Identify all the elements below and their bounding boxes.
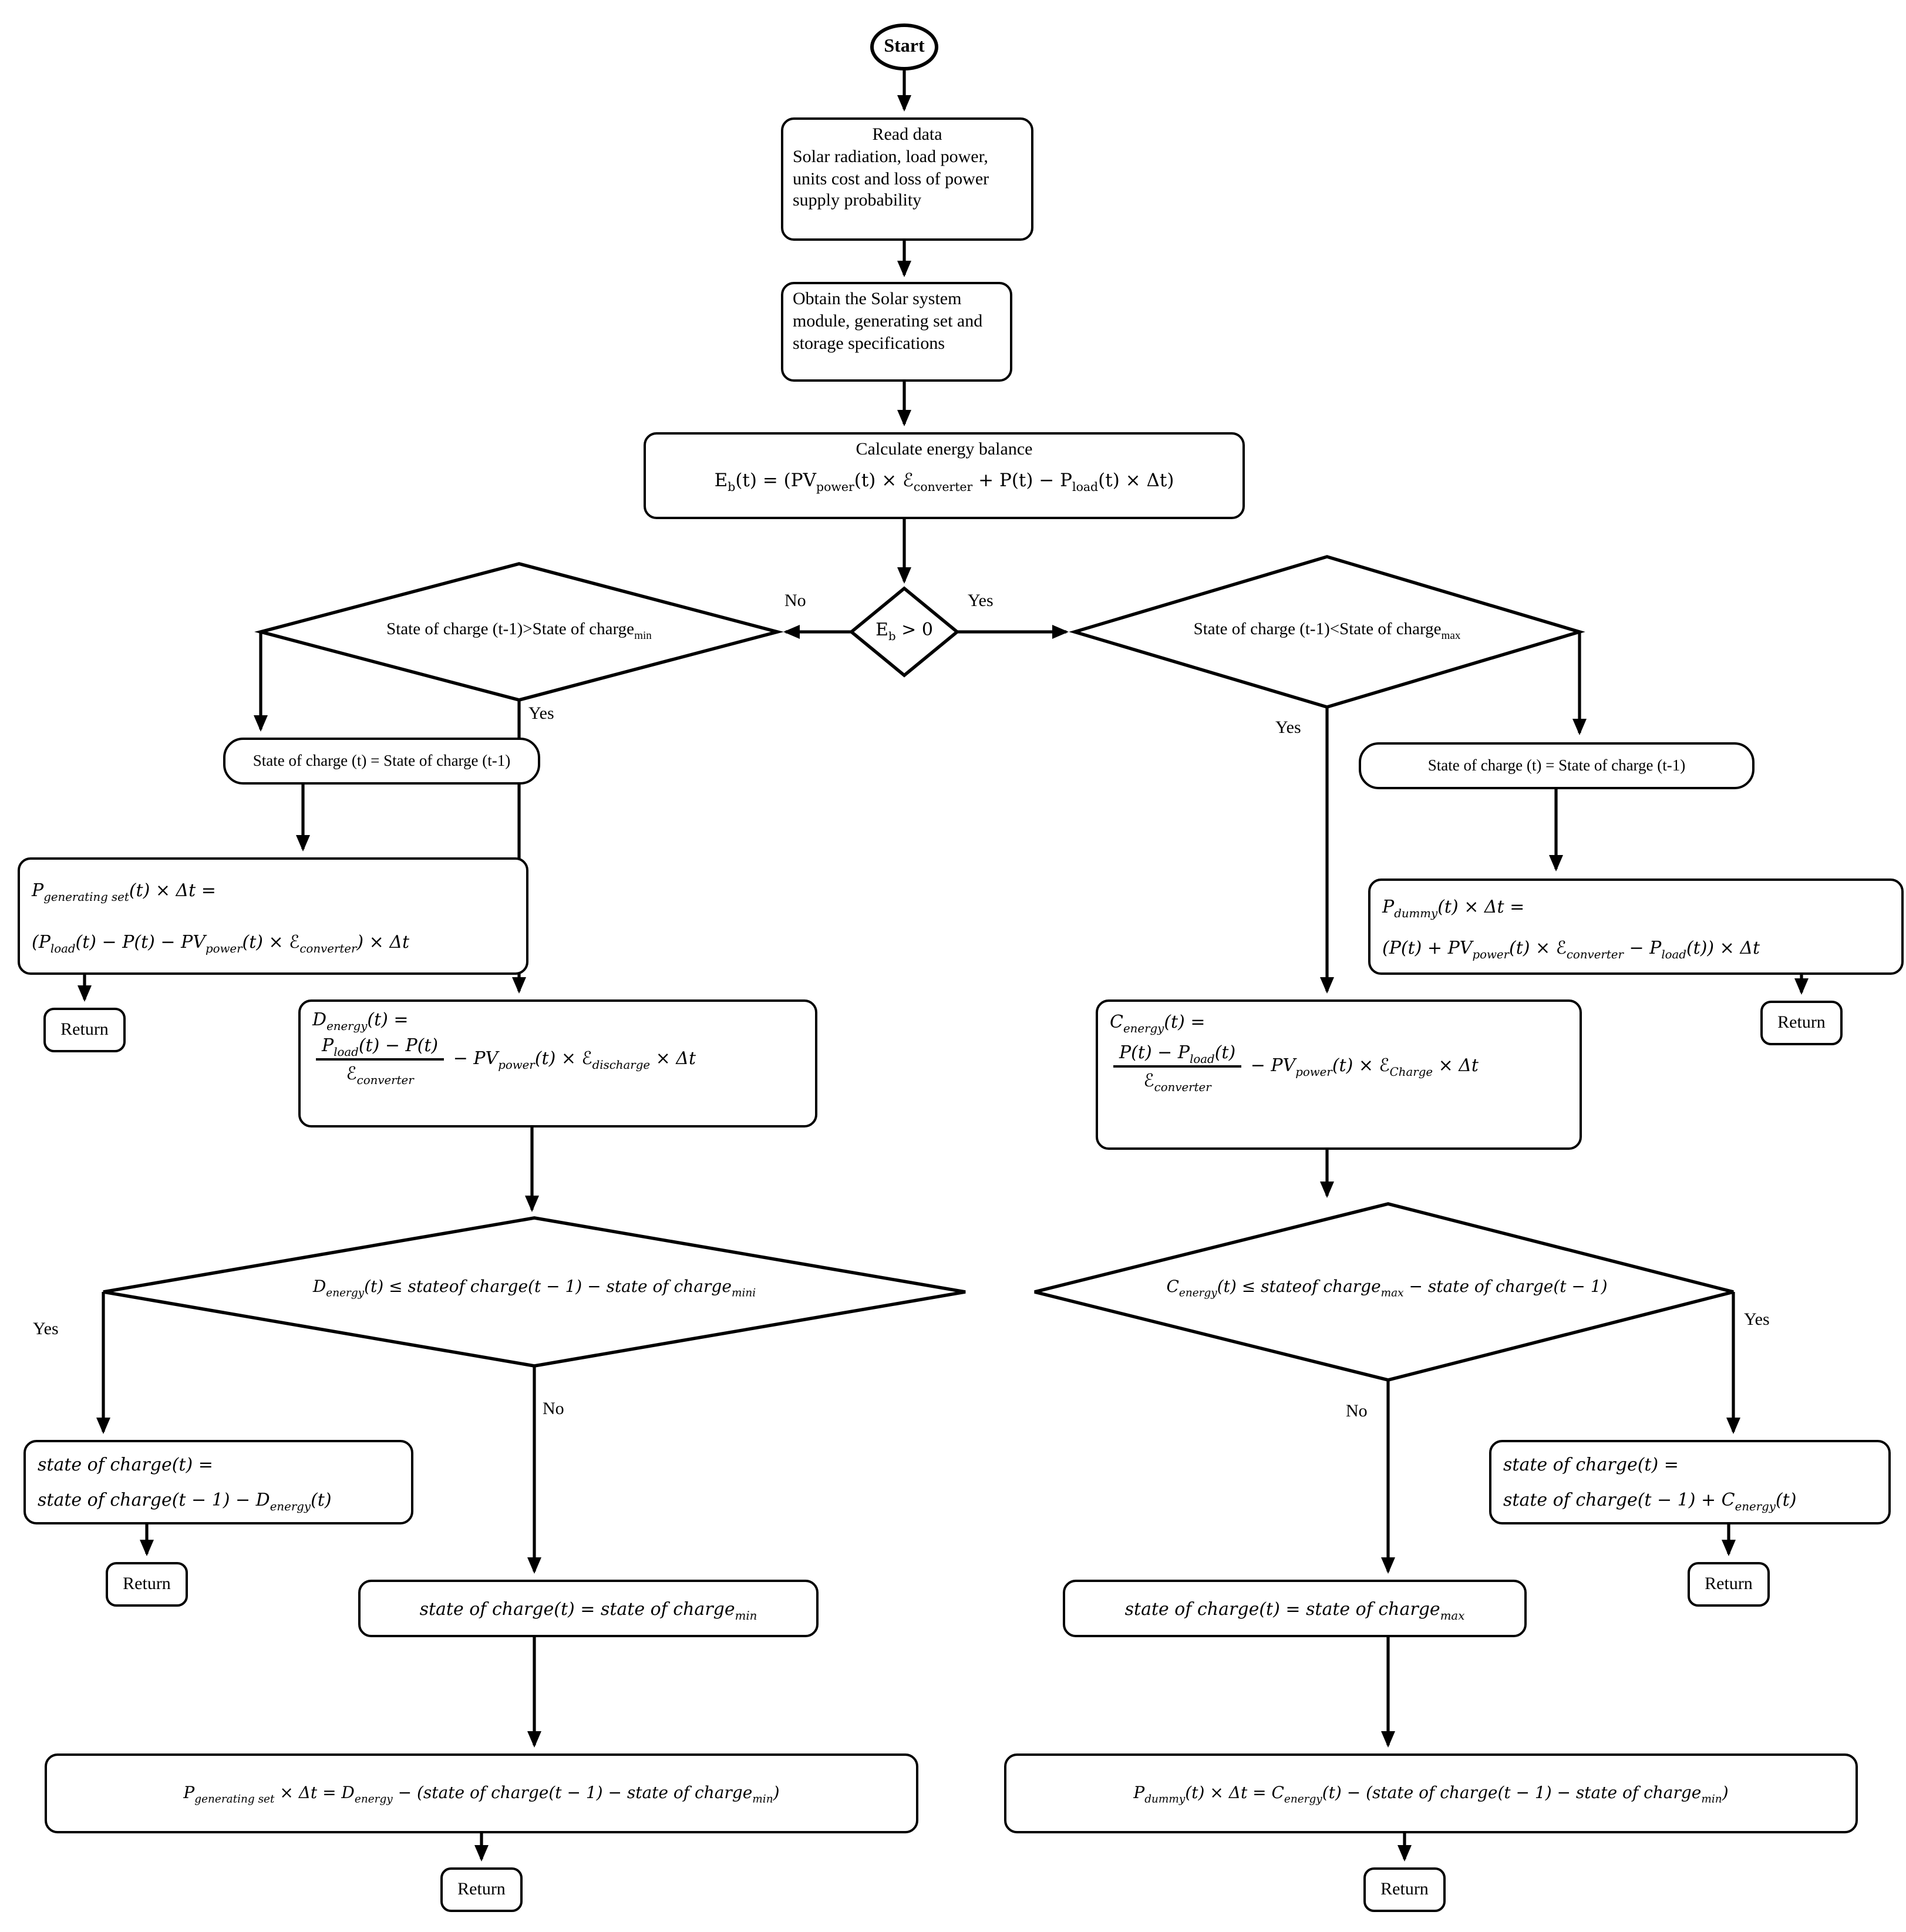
soc-charge-line1: state of charge(t) = [1503, 1454, 1679, 1475]
c-energy-line2: P(t) − Pload(t)ℰconverter − PVpower(t) ×… [1110, 1042, 1568, 1094]
read-data-body: Solar radiation, load power, units cost … [793, 147, 989, 211]
d-energy-decision-label: Denergy(t) ≤ stateof charge(t − 1) − sta… [312, 1278, 756, 1300]
read-data-title: Read data [872, 126, 942, 144]
c-energy-decision-diamond [1034, 1202, 1734, 1382]
return-label: Return [123, 1574, 171, 1593]
c-check-yes-label: Yes [1744, 1311, 1770, 1329]
energy-balance-title: Calculate energy balance [856, 440, 1033, 459]
p-dummy2-text: Pdummy(t) × Δt = Cenergy(t) − (state of … [1133, 1784, 1729, 1806]
d-energy-line2: Pload(t) − P(t)ℰconverter − PVpower(t) ×… [312, 1035, 803, 1087]
soc-max-decision-diamond [1069, 555, 1585, 709]
return-terminal-2: Return [106, 1562, 188, 1607]
p-generating-set2-box: Pgenerating set × Δt = Denergy − (state … [45, 1753, 918, 1833]
eb-decision-label: Eb > 0 [875, 619, 933, 644]
d-energy-decision-diamond [103, 1216, 966, 1368]
return-label: Return [60, 1020, 109, 1039]
obtain-specs-box: Obtain the Solar system module, generati… [781, 282, 1012, 382]
return-terminal-3: Return [440, 1867, 523, 1912]
eb-no-label: No [784, 592, 806, 611]
p-dummy-line2: (P(t) + PVpower(t) × ℰconverter − Pload(… [1382, 937, 1760, 961]
soc-discharge-box: state of charge(t) = state of charge(t −… [23, 1440, 413, 1524]
c-energy-box: Cenergy(t) = P(t) − Pload(t)ℰconverter −… [1096, 999, 1582, 1150]
soc-discharge-line1: state of charge(t) = [38, 1454, 213, 1475]
return-terminal-1: Return [43, 1008, 126, 1052]
soc-keep-right-box: State of charge (t) = State of charge (t… [1359, 742, 1755, 789]
soc-discharge-line2: state of charge(t − 1) − Denergy(t) [38, 1489, 332, 1514]
soc-keep-right-text: State of charge (t) = State of charge (t… [1427, 756, 1686, 774]
eb-decision-diamond [848, 586, 960, 678]
c-energy-line1: Cenergy(t) = [1110, 1011, 1205, 1036]
return-label: Return [1380, 1880, 1429, 1899]
return-terminal-5: Return [1688, 1562, 1770, 1607]
return-terminal-4: Return [1760, 1001, 1843, 1045]
return-label: Return [1705, 1574, 1753, 1593]
start-label: Start [884, 36, 925, 56]
obtain-specs-text: Obtain the Solar system module, generati… [793, 290, 983, 353]
p-generating-set-box: Pgenerating set(t) × Δt = (Pload(t) − P(… [18, 857, 528, 975]
soc-set-min-box: state of charge(t) = state of chargemin [358, 1580, 819, 1637]
soc-set-max-box: state of charge(t) = state of chargemax [1063, 1580, 1527, 1637]
energy-balance-formula: Eb(t) = (PVpower(t) × ℰconverter + P(t) … [714, 470, 1174, 495]
p-generating-set-line2: (Pload(t) − P(t) − PVpower(t) × ℰconvert… [32, 931, 410, 956]
c-energy-decision-label: Cenergy(t) ≤ stateof chargemax − state o… [1166, 1278, 1608, 1300]
d-check-yes-label: Yes [33, 1320, 59, 1339]
soc-set-max-text: state of charge(t) = state of chargemax [1124, 1598, 1465, 1623]
d-energy-box: Denergy(t) = Pload(t) − P(t)ℰconverter −… [298, 999, 817, 1127]
d-check-no-label: No [543, 1400, 564, 1419]
p-generating-set-line1: Pgenerating set(t) × Δt = [32, 880, 216, 904]
p-dummy2-box: Pdummy(t) × Δt = Cenergy(t) − (state of … [1004, 1753, 1858, 1833]
soc-keep-left-box: State of charge (t) = State of charge (t… [223, 738, 540, 785]
soc-max-yes-label: Yes [1275, 719, 1301, 738]
read-data-box: Read data Solar radiation, load power, u… [781, 117, 1033, 241]
soc-max-decision-label: State of charge (t-1)<State of chargemax [1193, 620, 1461, 642]
c-check-no-label: No [1346, 1402, 1368, 1421]
soc-min-yes-label: Yes [528, 705, 554, 723]
eb-yes-label: Yes [968, 592, 994, 611]
return-terminal-6: Return [1363, 1867, 1446, 1912]
soc-set-min-text: state of charge(t) = state of chargemin [419, 1598, 757, 1623]
soc-min-decision-diamond [254, 562, 784, 702]
soc-charge-box: state of charge(t) = state of charge(t −… [1489, 1440, 1891, 1524]
return-label: Return [457, 1880, 506, 1899]
p-dummy-box: Pdummy(t) × Δt = (P(t) + PVpower(t) × ℰc… [1368, 879, 1904, 975]
start-terminal: Start [870, 23, 938, 70]
energy-balance-box: Calculate energy balance Eb(t) = (PVpowe… [644, 432, 1245, 519]
return-label: Return [1777, 1013, 1826, 1032]
p-dummy-line1: Pdummy(t) × Δt = [1382, 896, 1525, 920]
soc-charge-line2: state of charge(t − 1) + Cenergy(t) [1503, 1489, 1797, 1514]
d-energy-line1: Denergy(t) = [312, 1009, 409, 1034]
p-generating-set2-text: Pgenerating set × Δt = Denergy − (state … [183, 1784, 780, 1806]
soc-keep-left-text: State of charge (t) = State of charge (t… [252, 752, 511, 769]
soc-min-decision-label: State of charge (t-1)>State of chargemin [386, 620, 652, 642]
